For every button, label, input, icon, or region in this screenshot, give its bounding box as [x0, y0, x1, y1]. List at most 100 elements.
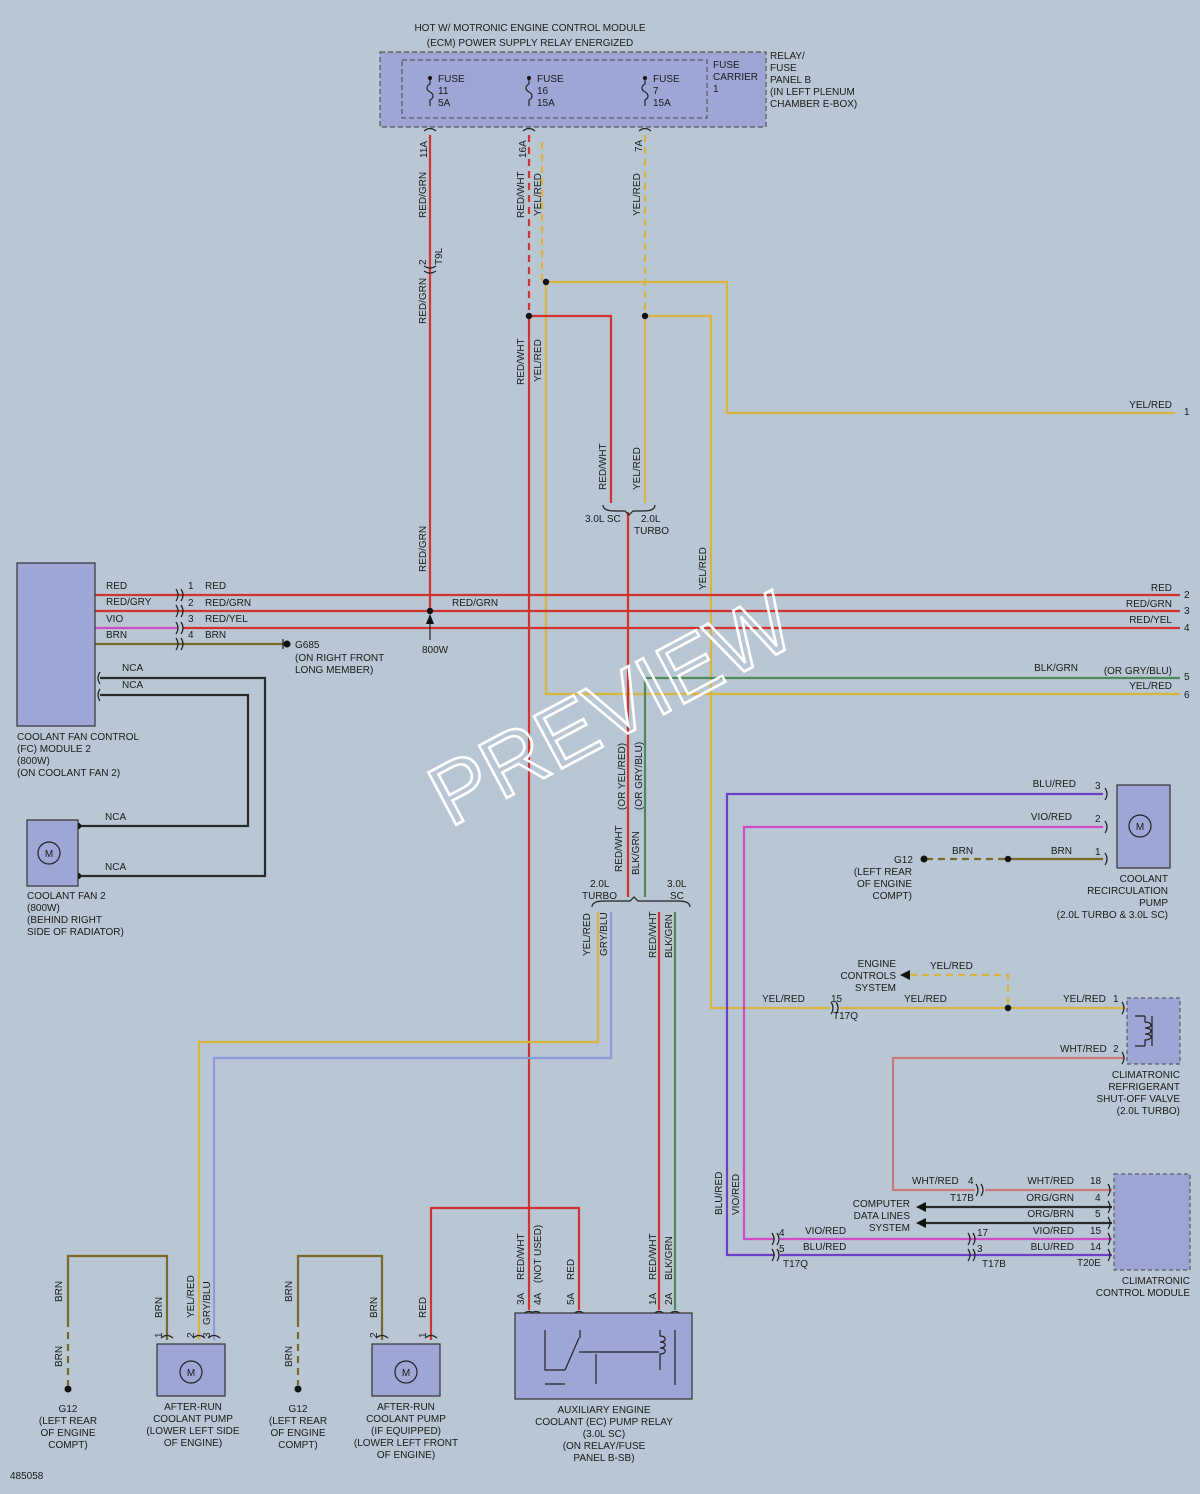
wire-nca-1: [78, 676, 267, 878]
after-run-pump-2: M AFTER-RUN COOLANT PUMP (IF EQUIPPED) (…: [354, 1343, 458, 1461]
fuse-7-pin: 7A: [634, 139, 645, 152]
pump1-line-4: OF ENGINE): [164, 1438, 222, 1449]
clima-pin-15-label: VIO/RED: [1033, 1226, 1074, 1237]
t17q-top-name: T17Q: [833, 1011, 858, 1022]
valve-line-4: (2.0L TURBO): [1117, 1106, 1180, 1117]
label-or-gry-blu: (OR GRY/BLU): [634, 742, 645, 810]
pump1-pin-2-label: YEL/RED: [186, 1275, 197, 1318]
ground-g685-icon: [283, 640, 291, 648]
wire-engine-controls-dashed: [910, 973, 1010, 1008]
fuse-11: FUSE 11 5A: [426, 74, 465, 109]
relay-5a-label: RED: [566, 1259, 577, 1280]
pump1-motor-icon: M: [187, 1368, 195, 1379]
relay-line-5: PANEL B-SB): [573, 1453, 634, 1464]
after-run-pump-1: M AFTER-RUN COOLANT PUMP (LOWER LEFT SID…: [146, 1343, 240, 1449]
wires: [66, 135, 1180, 1385]
clima-vert-blu: BLU/RED: [714, 1172, 725, 1215]
edge-5-alt: (OR GRY/BLU): [1104, 666, 1172, 677]
pump2-line-4: (LOWER LEFT FRONT: [354, 1438, 458, 1449]
fuse-7-num: 7: [653, 86, 659, 97]
fan-wire-1-pin: 1: [188, 581, 194, 592]
label-2-0l-top: 2.0L: [641, 514, 661, 525]
recirc-pump: M COOLANT RECIRCULATION PUMP (2.0L TURBO…: [1057, 784, 1171, 921]
pump2-pin-2-num: 2: [369, 1332, 380, 1338]
header-line-1: HOT W/ MOTRONIC ENGINE CONTROL MODULE: [414, 23, 645, 34]
wire-labels: RED/GRN 2 T9L RED/GRN RED/GRN RED/WHT YE…: [39, 171, 1190, 1451]
pump1-line-3: (LOWER LEFT SIDE: [146, 1426, 239, 1437]
figure-id: 485058: [10, 1471, 44, 1482]
label-gry-blu-1: GRY/BLU: [599, 912, 610, 956]
t17b-name-bot: T17B: [982, 1259, 1006, 1270]
t17b-vio-pin: 17: [977, 1228, 989, 1239]
wire-yel-red-pump1: [197, 912, 600, 1340]
label-sc-bot: SC: [670, 891, 684, 902]
fuse-16: FUSE 16 15A: [525, 74, 564, 109]
pump2-line-2: COOLANT PUMP: [366, 1414, 446, 1425]
edge-3-num: 3: [1184, 606, 1190, 617]
fuse-11-num: 11: [438, 86, 449, 97]
climatronic-line-2: CONTROL MODULE: [1096, 1288, 1190, 1299]
fan-wire-1-color: RED: [106, 581, 127, 592]
fuse-16-num: 16: [537, 86, 549, 97]
label-or-yel-red: (OR YEL/RED): [617, 743, 628, 810]
shutoff-valve: CLIMATRONIC REFRIGERANT SHUT-OFF VALVE (…: [1096, 997, 1181, 1117]
pump1-pin-3-label: GRY/BLU: [202, 1281, 213, 1325]
wire-nca-2: [78, 693, 250, 828]
fan-wire-2-pin: 2: [188, 598, 194, 609]
fan-wire-4-color: BRN: [106, 630, 127, 641]
valve-pin-1-label: YEL/RED: [1063, 994, 1106, 1005]
grounds: [64, 614, 928, 1393]
recirc-brn-left: BRN: [952, 846, 973, 857]
recirc-pin-1-num: 1: [1095, 847, 1101, 858]
data-lines-3: SYSTEM: [869, 1223, 910, 1234]
wire-relay-red-to-pump2: [429, 1206, 581, 1340]
recirc-pin-2-num: 2: [1095, 814, 1101, 825]
data-lines-2: DATA LINES: [854, 1211, 911, 1222]
pump1-brn-2: BRN: [54, 1346, 65, 1367]
pump1-pin-2-num: 2: [186, 1332, 197, 1338]
relay-fuse-panel: RELAY/ FUSE PANEL B (IN LEFT PLENUM CHAM…: [379, 51, 857, 158]
label-yel-red-4: YEL/RED: [632, 447, 643, 490]
coolant-fan-line-1: COOLANT FAN 2: [27, 891, 106, 902]
label-red-grn-1: RED/GRN: [418, 172, 429, 218]
fuse-carrier-line-1: FUSE: [713, 60, 740, 71]
clima-pin-4-num: 4: [1095, 1193, 1101, 1204]
recirc-pin-2-label: VIO/RED: [1031, 812, 1072, 823]
t17q-blu-label: BLU/RED: [803, 1242, 846, 1253]
engine-controls-line-2: CONTROLS: [840, 971, 896, 982]
t17b-wht-label: WHT/RED: [912, 1176, 959, 1187]
pump1-pin-1-label: BRN: [154, 1297, 165, 1318]
wire-yel-red-top: [546, 280, 1175, 415]
wire-gry-blu-pump1: [212, 912, 613, 1340]
fan-wire-4-pin: 4: [188, 630, 194, 641]
fan-control-line-3: (800W): [17, 756, 50, 767]
fuse-16-amp: 15A: [537, 98, 555, 109]
pump1-brn: BRN: [54, 1281, 65, 1302]
wire-red-wht-to-sc: [529, 314, 613, 503]
clima-connector-t20e: T20E: [1077, 1258, 1101, 1269]
pump1-ground-loc-2: OF ENGINE: [40, 1428, 95, 1439]
fan-control-line-2: (FC) MODULE 2: [17, 744, 91, 755]
aux-pump-relay: AUXILIARY ENGINE COOLANT (EC) PUMP RELAY…: [514, 1312, 693, 1464]
relay-line-3: (3.0L SC): [583, 1429, 625, 1440]
edge-1-num: 1: [1184, 407, 1190, 418]
label-3-0l-bot: 3.0L: [667, 879, 687, 890]
pump2-ground-loc-3: COMPT): [278, 1440, 317, 1451]
edge-6-label: YEL/RED: [1129, 681, 1172, 692]
recirc-pump-line-1: COOLANT: [1120, 874, 1168, 885]
t17q-left-label: YEL/RED: [762, 994, 805, 1005]
pump2-ground-loc-2: OF ENGINE: [270, 1428, 325, 1439]
wire-wht-red-valve: [891, 1056, 1125, 1192]
ground-g685-loc-2: LONG MEMBER): [295, 665, 373, 676]
pump2-pin-1-label: RED: [418, 1297, 429, 1318]
pump1-line-2: COOLANT PUMP: [153, 1414, 233, 1425]
relay-2a-num: 2A: [664, 1292, 675, 1305]
relay-panel-line-3: PANEL B: [770, 75, 811, 86]
pump1-pin-3-num: 3: [202, 1332, 213, 1338]
t17q-right-label: YEL/RED: [904, 994, 947, 1005]
watermark: PREVIEW: [414, 574, 809, 845]
recirc-pump-line-4: (2.0L TURBO & 3.0L SC): [1057, 910, 1168, 921]
recirc-ground-loc-1: (LEFT REAR: [854, 867, 912, 878]
edge-3-label: RED/GRN: [1126, 599, 1172, 610]
